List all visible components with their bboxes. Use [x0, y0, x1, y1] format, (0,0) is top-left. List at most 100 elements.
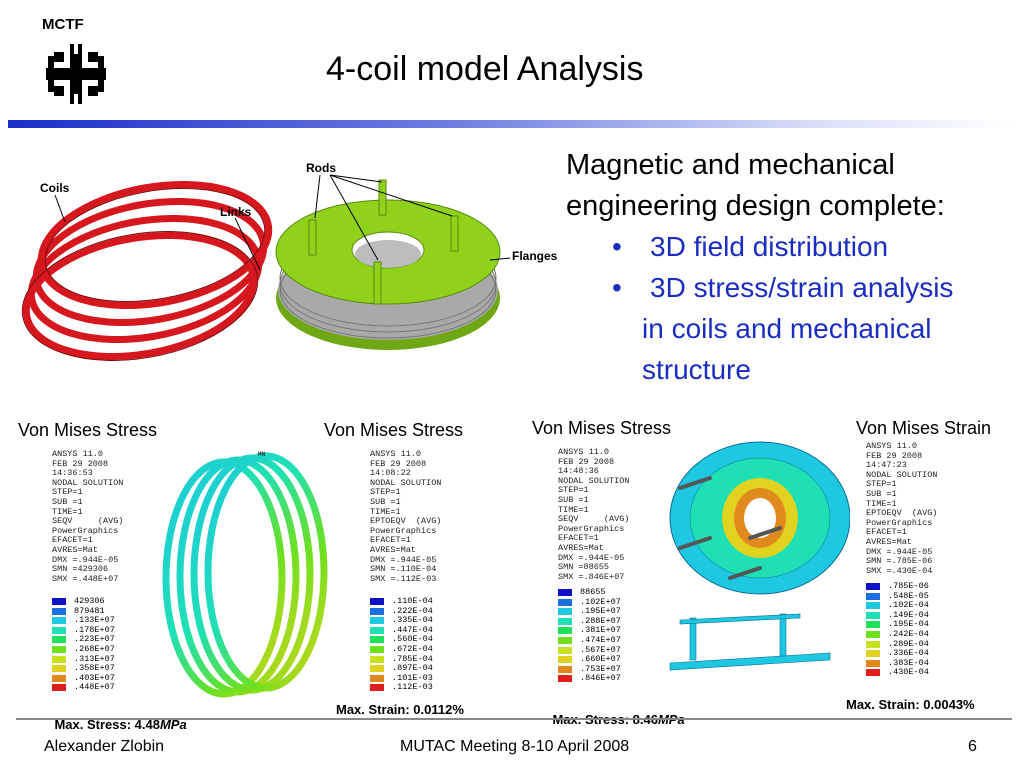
ansys-info-line: TIME=1: [558, 504, 589, 515]
ansys-info-line: EFACET=1: [866, 527, 907, 538]
legend-swatch: [370, 626, 384, 634]
legend-swatch: [558, 646, 572, 654]
legend-value: .785E-06: [888, 581, 929, 591]
legend-swatch: [866, 631, 880, 638]
ansys-info-line: SMX =.430E-04: [866, 565, 933, 576]
ansys-info-line: SUB =1: [558, 494, 589, 505]
legend-value: .242E-04: [888, 629, 929, 639]
legend-value: .383E-04: [888, 657, 929, 668]
legend-swatch: [52, 598, 66, 605]
ansys-info-line: STEP=1: [370, 487, 401, 498]
footer-meeting: MUTAC Meeting 8-10 April 2008: [400, 738, 630, 755]
ansys-info-line: ANSYS 11.0: [558, 447, 610, 457]
footer-author: Alexander Zlobin: [44, 738, 165, 755]
legend-swatch: [866, 659, 880, 667]
legend-swatch: [866, 621, 880, 629]
legend-value: .474E+07: [580, 635, 621, 645]
legend-swatch: [558, 617, 572, 625]
ansys-info-line: SEQV (AVG): [558, 514, 630, 525]
summary-intro: Magnetic and mechanical engineering desi…: [566, 149, 945, 222]
ansys-info-line: SEQV (AVG): [52, 516, 124, 527]
panel-3-structure-stress-plot: [669, 441, 850, 671]
bullet-stress-strain: 3D stress/strain analysis in coils and m…: [612, 267, 1012, 390]
legend-swatch: [370, 598, 384, 605]
ansys-info-line: ANSYS 11.0: [52, 449, 104, 459]
legend-swatch: [370, 607, 384, 615]
legend-swatch: [866, 650, 880, 658]
panel-2-result: Max. Strain: 0.0112%: [336, 702, 464, 717]
ansys-info-line: PowerGraphics: [866, 517, 933, 528]
legend-value: .178E+07: [74, 624, 115, 635]
legend-swatch: [866, 669, 880, 677]
legend-value: .336E-04: [888, 648, 929, 659]
coil-structure-diagram: Coils Links Rods Flanges: [21, 161, 558, 361]
ansys-info-line: SUB =1: [370, 496, 401, 507]
legend-swatch: [558, 656, 572, 664]
legend-value: .335E-04: [392, 615, 433, 626]
ansys-info-line: EFACET=1: [52, 535, 93, 546]
panel-1-title: Von Mises Stress: [18, 420, 158, 440]
ansys-info-line: SMX =.846E+07: [558, 571, 625, 582]
ansys-info-line: NODAL SOLUTION: [866, 469, 938, 480]
panel-4-legend: .785E-06.548E-05.102E-04.149E-04.195E-04…: [866, 581, 946, 682]
ansys-info-line: STEP=1: [866, 479, 897, 490]
legend-value: 88655: [580, 587, 606, 597]
legend-value: 879481: [74, 605, 105, 616]
legend-swatch: [370, 674, 384, 682]
label-flanges: Flanges: [512, 249, 558, 263]
panel-4-result: Max. Strain: 0.0043%: [846, 697, 975, 712]
legend-swatch: [52, 674, 66, 682]
legend-value: .403E+07: [74, 672, 115, 683]
legend-swatch: [558, 598, 572, 606]
ansys-info-line: SMN =429306: [52, 564, 109, 575]
ansys-info-line: STEP=1: [52, 487, 83, 498]
ansys-info-line: TIME=1: [52, 506, 83, 517]
legend-value: 429306: [74, 596, 105, 606]
legend-value: .897E-04: [392, 663, 433, 674]
bullet-stress-strain-text: 3D stress/strain analysis in coils and m…: [642, 272, 954, 385]
ansys-info-line: SUB =1: [866, 488, 897, 499]
panel-2-title: Von Mises Stress: [324, 420, 464, 440]
legend-value: .560E-04: [392, 634, 433, 645]
legend-swatch: [52, 626, 66, 634]
legend-value: .548E-05: [888, 590, 929, 601]
ansys-info-line: SMN =.785E-06: [866, 556, 933, 567]
legend-value: .101E-03: [392, 672, 433, 683]
legend-swatch: [866, 602, 880, 610]
ansys-info-line: PowerGraphics: [52, 525, 119, 536]
ansys-info-line: DMX =.944E-05: [370, 554, 437, 565]
ansys-info-line: EPTOEQV (AVG): [370, 516, 442, 527]
legend-swatch: [866, 592, 880, 600]
ansys-info-line: NODAL SOLUTION: [370, 477, 442, 488]
legend-value: .567E+07: [580, 644, 621, 655]
legend-value: .195E+07: [580, 606, 621, 617]
legend-value: .785E-04: [392, 653, 433, 664]
ansys-info-line: AVRES=Mat: [558, 542, 604, 553]
ansys-info-line: DMX =.944E-05: [558, 552, 625, 563]
legend-value: .112E-03: [392, 682, 433, 693]
legend-swatch: [370, 684, 384, 692]
legend-value: .102E-04: [888, 600, 929, 611]
ansys-info-line: FEB 29 2008: [558, 456, 615, 467]
legend-swatch: [52, 684, 66, 692]
panel-1-result: Max. Stress: 4.48MPa: [40, 702, 186, 747]
legend-value: .660E+07: [580, 654, 621, 665]
summary-bullets: 3D field distribution 3D stress/strain a…: [612, 226, 1012, 390]
footer-page-number: 6: [968, 738, 977, 755]
footer-divider: [16, 718, 1012, 720]
legend-value: .672E-04: [392, 644, 433, 654]
legend-swatch: [558, 589, 572, 596]
ansys-info-line: SMX =.112E-03: [370, 573, 437, 584]
panel-1-coil-stress-plot: MN: [162, 451, 328, 698]
ansys-info-line: 14:48:36: [558, 466, 599, 477]
ansys-info-line: STEP=1: [558, 485, 589, 496]
ansys-info-line: EPTOEQV (AVG): [866, 508, 938, 519]
ansys-info-line: TIME=1: [866, 498, 897, 509]
ansys-info-line: PowerGraphics: [558, 523, 625, 534]
